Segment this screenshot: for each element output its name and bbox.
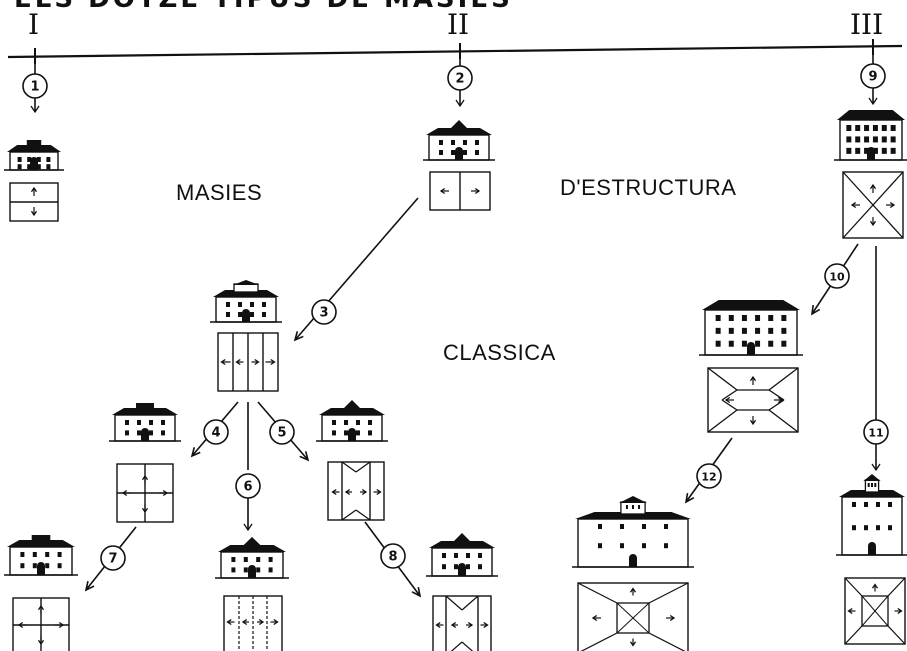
house-type-8 [426,533,498,577]
label-estructura: D'ESTRUCTURA [560,175,737,200]
type-6-group [243,402,253,532]
step-number: 10 [829,271,845,284]
plan-type-10 [707,367,799,433]
step-number: 9 [868,70,877,85]
type-2-group [455,51,465,108]
plan-type-5 [327,461,385,521]
period-label-1: I [28,8,40,41]
step-marker-6: 6 [235,473,261,499]
type-1-group [30,57,40,114]
step-marker-10: 10 [824,263,850,289]
type-9-group [868,47,878,106]
step-number: 4 [211,426,220,441]
house-type-7 [4,535,78,576]
step-marker-4: 4 [203,419,229,445]
plan-type-12 [577,582,689,651]
plan-type-8 [432,595,492,651]
diagram-title: ELS DOTZE TIPUS DE MASIES [14,0,513,14]
house-type-2 [423,120,495,161]
plan-type-2 [429,171,491,211]
period-label-2: II [447,8,470,41]
period-label-3: III [850,8,884,41]
house-type-6 [215,537,289,579]
house-type-5 [316,400,388,442]
plan-type-6 [223,595,283,651]
house-type-12 [572,496,694,568]
step-marker-1: 1 [22,73,48,99]
house-type-9 [834,110,907,161]
step-number: 2 [455,72,464,87]
step-marker-11: 11 [863,419,889,445]
house-type-1 [4,140,64,171]
house-type-11 [836,474,907,556]
step-number: 12 [701,471,716,484]
step-number: 8 [388,550,397,565]
step-number: 1 [30,80,39,95]
house-type-3 [210,280,282,323]
plan-type-1 [9,182,59,222]
plan-type-3 [217,332,279,392]
step-marker-2: 2 [447,65,473,91]
step-marker-5: 5 [269,419,295,445]
step-marker-8: 8 [380,543,406,569]
house-type-10 [699,300,803,356]
step-marker-12: 12 [696,463,722,489]
plan-type-4 [116,463,174,523]
label-masies: MASIES [176,180,263,205]
step-marker-9: 9 [860,63,886,89]
type-11-group [871,246,881,472]
step-marker-7: 7 [100,545,126,571]
house-type-4 [109,403,181,442]
step-number: 7 [108,552,117,567]
step-number: 5 [277,426,286,441]
step-marker-3: 3 [311,299,337,325]
label-classica: CLASSICA [443,340,556,365]
plan-type-9 [842,171,904,239]
step-number: 11 [868,427,883,440]
step-number: 6 [243,480,252,495]
plan-type-7 [12,597,70,651]
plan-type-11 [844,577,906,645]
step-number: 3 [319,306,328,321]
timeline [7,39,903,64]
